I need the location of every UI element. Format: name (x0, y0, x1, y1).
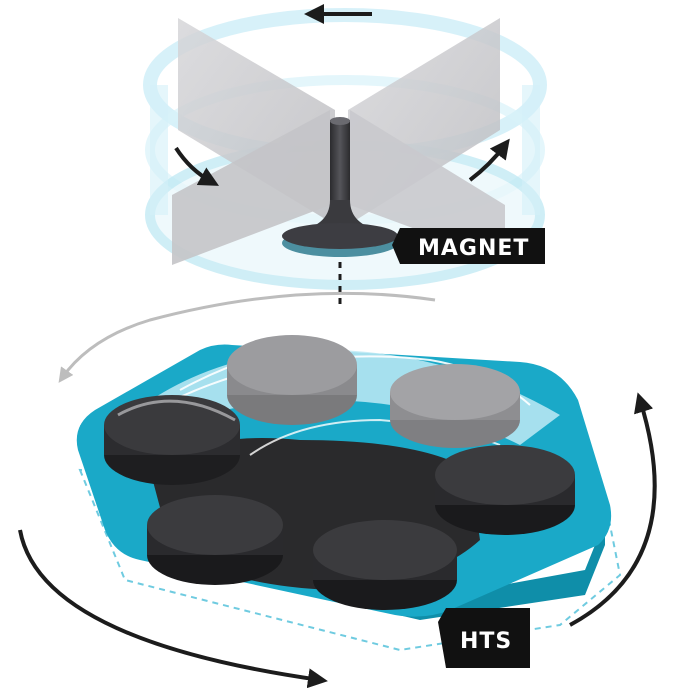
vane-front-right (350, 110, 505, 262)
hts-disc-back-left (104, 395, 240, 485)
hts-disc-back-center (227, 335, 357, 425)
vane-front-left (172, 110, 330, 265)
hts-disc-front (313, 520, 457, 610)
magnet-assembly: MAGNET (143, 4, 547, 305)
magnet-label-text: MAGNET (418, 236, 529, 261)
rotation-cylinder-left (150, 85, 168, 215)
hts-disc-back-right (390, 364, 520, 448)
hts-disc-left (147, 495, 283, 585)
rotation-arrow-icon (174, 146, 220, 186)
magnet-disc (282, 223, 398, 249)
rotation-arrow-icon (468, 138, 510, 182)
hts-assembly: HTS (18, 291, 657, 688)
magnet-shaft-flare (290, 200, 390, 232)
hts-label: HTS (438, 608, 530, 668)
magnet-label: MAGNET (392, 228, 545, 264)
rotation-cylinder-right (522, 85, 540, 215)
rotation-arrow-icon (58, 291, 436, 383)
rotation-arrow-icon (18, 529, 328, 688)
rotation-arrow-icon (569, 392, 657, 627)
magnet-shaft (330, 120, 350, 220)
magnet-shaft-top (330, 117, 350, 125)
hts-label-text: HTS (460, 629, 512, 654)
hts-disc-right (435, 445, 575, 535)
